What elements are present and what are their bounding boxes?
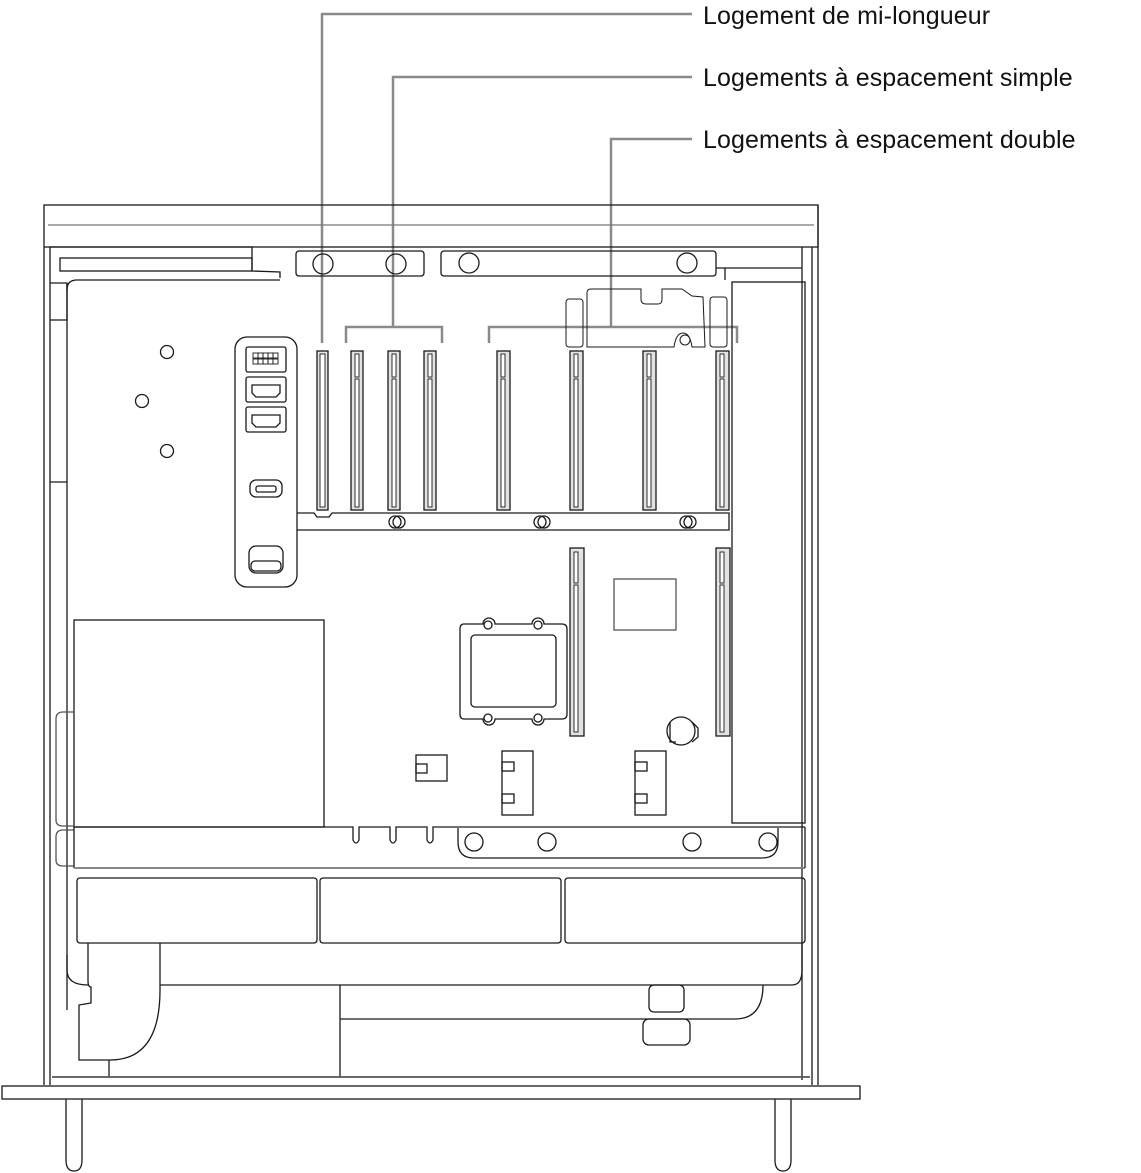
io-card [234, 336, 298, 588]
chip [613, 578, 677, 631]
thunderbolt-port [249, 479, 283, 498]
callout-half-length-slot: Logement de mi-longueur [703, 2, 991, 30]
usb-port [248, 545, 284, 574]
slot-bracket-bar [297, 512, 730, 531]
top-bracket [565, 288, 728, 348]
memory-slots [569, 547, 731, 737]
lower-rail [73, 826, 806, 869]
mounting-holes [134, 344, 175, 459]
base-and-feet [1, 1085, 861, 1172]
hdmi-port-2 [245, 406, 287, 433]
right-cover [731, 281, 806, 824]
callout-double-wide-slots: Logements à espacement double [703, 126, 1076, 154]
lower-tray [52, 943, 810, 1078]
pcie-slots-top [316, 350, 730, 511]
leader-lines [320, 12, 739, 343]
chassis-frame [43, 204, 819, 1085]
cpu-socket [459, 617, 568, 726]
drive-bays [76, 877, 806, 944]
power-connectors [415, 750, 667, 816]
callout-single-wide-slots: Logements à espacement simple [703, 64, 1073, 92]
slot-inner-lines [319, 353, 725, 508]
power-supply-box [73, 619, 325, 828]
left-rail [50, 279, 280, 1010]
hdmi-port-1 [245, 376, 287, 403]
coin-battery [666, 716, 699, 746]
